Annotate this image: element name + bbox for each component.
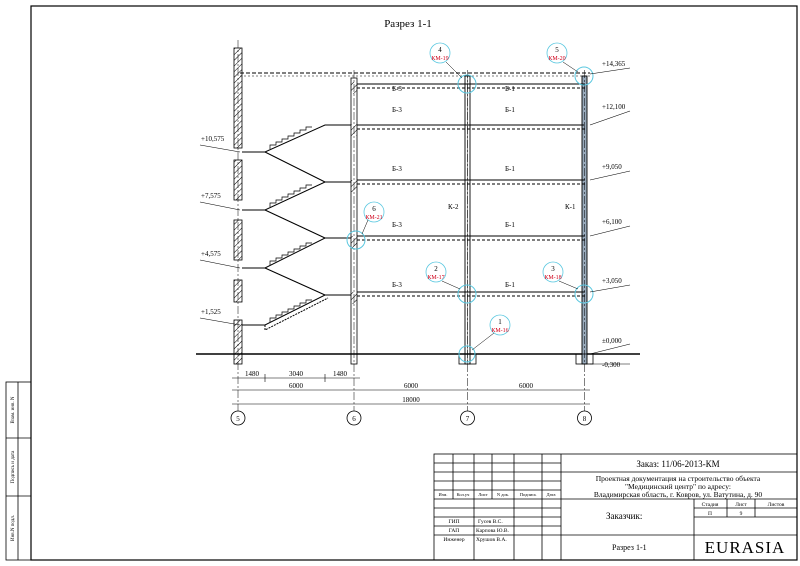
dimension-label: 6000	[519, 382, 534, 390]
beam-label: Б-3	[392, 106, 402, 114]
staircase	[242, 124, 351, 331]
dimension-label: 6000	[289, 382, 304, 390]
column-label: К-2	[448, 203, 459, 211]
axis-label: 7	[466, 415, 470, 423]
elevation-label: +3,050	[602, 277, 622, 285]
elevation-label: +7,575	[201, 192, 221, 200]
elevation-marks-right	[589, 67, 631, 365]
beam-label: Б-3	[392, 281, 402, 289]
project-line-3: Владимирская область, г. Ковров, ул. Ват…	[594, 490, 763, 499]
beam-label: Б-1	[505, 85, 515, 93]
beam-label: Б-3	[392, 85, 402, 93]
axis-lines	[237, 40, 585, 412]
elevation-label: -0,300	[602, 361, 621, 369]
axis-label: 5	[236, 415, 240, 423]
node-num: 4	[438, 46, 442, 54]
beam-label: Б-1	[505, 281, 515, 289]
staff-role: ГАП	[449, 528, 460, 534]
staff-role: ГИП	[448, 519, 459, 525]
elevations-right: +14,365 +12,100 +9,050 +6,100 +3,050 ±0,…	[602, 60, 626, 369]
project-line-2: "Медицинский центр" по адресу:	[625, 482, 731, 491]
elevation-label: +4,575	[201, 250, 221, 258]
node-code: КМ-19	[431, 56, 448, 62]
node-leaders	[361, 61, 579, 351]
elevation-label: +14,365	[602, 60, 626, 68]
node-num: 3	[551, 265, 555, 273]
elevation-label: +12,100	[602, 103, 626, 111]
node-code: КМ-17	[427, 275, 444, 281]
stage-header: Стадия	[702, 502, 719, 508]
staff-name: Гусев В.С.	[478, 519, 503, 525]
beam-label: Б-1	[505, 165, 515, 173]
axis-labels: 5 6 7 8	[236, 415, 587, 423]
elevation-marks-left	[199, 144, 241, 326]
beam-label: Б-1	[505, 106, 515, 114]
floor-slabs	[357, 83, 585, 297]
stage-header: Листов	[768, 502, 785, 508]
dimension-lines	[232, 374, 590, 405]
beam-label: Б-1	[505, 221, 515, 229]
dimension-label: 3040	[289, 370, 304, 378]
col-header: Кол.уч	[457, 492, 471, 497]
beam-labels: Б-3 Б-1 Б-3 Б-1 Б-3 Б-1 Б-3 Б-1 Б-3 Б-1 …	[392, 85, 576, 289]
elevation-label: +1,525	[201, 308, 221, 316]
axis-markers	[230, 410, 592, 426]
elevation-label: +9,050	[602, 163, 622, 171]
dimensions: 1480 3040 1480 6000 6000 6000 18000	[245, 370, 534, 404]
sheet-frame	[30, 5, 798, 561]
elevation-label: ±0,000	[602, 337, 622, 345]
side-stamp-label: Инв.N подл.	[11, 515, 16, 541]
column-label: К-1	[565, 203, 576, 211]
node-code: КМ-16	[491, 328, 508, 334]
node-num: 2	[434, 265, 438, 273]
brand-logo: EURASIA	[705, 538, 786, 557]
elevation-label: +10,575	[201, 135, 225, 143]
beam-label: Б-3	[392, 165, 402, 173]
node-circles	[346, 66, 594, 363]
axis-label: 8	[583, 415, 587, 423]
axis-label: 6	[352, 415, 356, 423]
stage-value: 9	[740, 511, 743, 517]
dimension-label: 1480	[245, 370, 260, 378]
dimension-label: 18000	[402, 396, 420, 404]
staff-name: Карпова Ю.В.	[476, 528, 510, 534]
node-labels: 4 КМ-19 5 КМ-20 6 КМ-21 2 КМ-17 3 КМ-18 …	[365, 46, 565, 334]
col-header: Лист	[478, 492, 487, 497]
stage-cells: Стадия Лист Листов П 9	[702, 502, 785, 517]
col-header: Дата	[547, 492, 556, 497]
title-block-grid	[433, 453, 798, 561]
side-stamp	[5, 381, 32, 561]
stage-header: Лист	[735, 502, 747, 508]
col-header: Изм.	[439, 492, 448, 497]
col-header: N док.	[497, 492, 509, 497]
stage-value: П	[708, 511, 712, 517]
elevation-label: +6,100	[602, 218, 622, 226]
sheet-name: Разрез 1-1	[612, 543, 647, 552]
node-code: КМ-21	[365, 215, 382, 221]
side-stamp-label: Подпись и дата	[11, 450, 16, 483]
elevations-left: +10,575 +7,575 +4,575 +1,525	[201, 135, 225, 316]
node-code: КМ-18	[544, 275, 561, 281]
drawing-title: Разрез 1-1	[384, 18, 432, 30]
node-num: 6	[372, 205, 376, 213]
staff-rows: ГИП Гусев В.С. ГАП Карпова Ю.В. Инженер …	[443, 519, 509, 543]
staff-role: Инженер	[443, 537, 464, 543]
dimension-label: 1480	[333, 370, 348, 378]
beam-label: Б-3	[392, 221, 402, 229]
side-stamp-label: Взам. инв. N	[11, 396, 16, 423]
node-num: 1	[498, 318, 502, 326]
node-code: КМ-20	[548, 56, 565, 62]
project-line-1: Проектная документация на строительство …	[596, 474, 761, 483]
node-num: 5	[555, 46, 559, 54]
staff-name: Хрушов В.А.	[476, 537, 507, 543]
node-label-circles	[363, 42, 568, 336]
col-header: Подпись	[520, 492, 537, 497]
column-headers: Изм. Кол.уч Лист N док. Подпись Дата	[439, 492, 556, 497]
order-number: Заказ: 11/06-2013-КМ	[636, 459, 719, 469]
dimension-label: 6000	[404, 382, 419, 390]
customer-label: Заказчик:	[606, 511, 642, 521]
